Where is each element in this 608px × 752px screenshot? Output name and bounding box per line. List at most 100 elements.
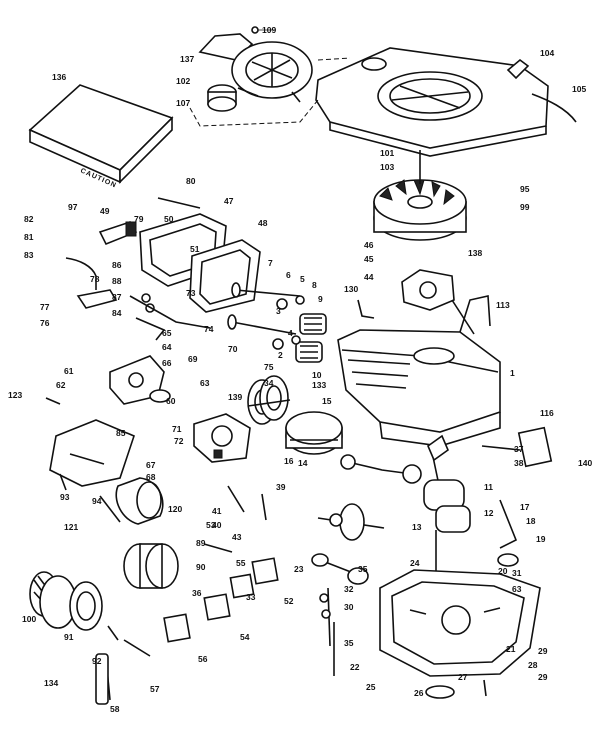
part-callout-18: 18: [526, 516, 536, 526]
governor-linkage: [65, 257, 211, 341]
part-callout-11: 11: [484, 482, 493, 492]
part-callout-100: 100: [22, 614, 36, 624]
part-callout-95: 95: [520, 184, 530, 194]
part-callout-137: 137: [180, 54, 194, 64]
air-cleaner-cover: [29, 571, 103, 631]
part-callout-88: 88: [112, 276, 122, 286]
part-callout-57: 57: [150, 684, 160, 694]
part-callout-103: 103: [380, 162, 394, 172]
carburetor: [109, 355, 251, 463]
part-callout-81: 81: [24, 232, 34, 242]
part-callout-29: 29: [538, 646, 548, 656]
part-callout-51: 51: [190, 244, 200, 254]
part-callout-58: 58: [110, 704, 120, 714]
part-callout-104: 104: [540, 48, 554, 58]
part-callout-136: 136: [52, 72, 66, 82]
part-callout-40: 40: [212, 520, 222, 530]
part-callout-93: 93: [60, 492, 70, 502]
spark-plug: [98, 221, 138, 246]
part-callout-78: 78: [90, 274, 100, 284]
part-callout-107: 107: [176, 98, 190, 108]
part-callout-72: 72: [174, 436, 184, 446]
part-callout-4: 4: [288, 328, 293, 338]
part-callout-101: 101: [380, 148, 394, 158]
part-callouts: 1091371021071041051361011039599804748828…: [8, 25, 592, 714]
part-callout-90: 90: [196, 562, 206, 572]
air-filter-element: [247, 375, 291, 425]
part-callout-92: 92: [92, 656, 102, 666]
part-callout-70: 70: [228, 344, 238, 354]
part-callout-14: 14: [298, 458, 308, 468]
part-callout-76: 76: [40, 318, 50, 328]
part-callout-31: 31: [512, 568, 522, 578]
part-callout-2: 2: [278, 350, 283, 360]
part-callout-79: 79: [134, 214, 144, 224]
part-callout-64: 64: [162, 342, 172, 352]
part-callout-68: 68: [146, 472, 156, 482]
part-callout-48: 48: [258, 218, 268, 228]
part-callout-5: 5: [300, 274, 305, 284]
piston: [285, 411, 343, 455]
air-cleaner-base: [123, 543, 179, 589]
part-callout-139: 139: [228, 392, 242, 402]
part-callout-109: 109: [262, 25, 276, 35]
connecting-rod: [311, 454, 422, 585]
part-callout-13: 13: [412, 522, 422, 532]
part-callout-94: 94: [92, 496, 102, 506]
part-callout-74: 74: [204, 324, 214, 334]
part-callout-91: 91: [64, 632, 74, 642]
part-callout-30: 30: [344, 602, 354, 612]
part-callout-83: 83: [24, 250, 34, 260]
part-callout-73: 73: [186, 288, 196, 298]
part-callout-63: 63: [200, 378, 210, 388]
part-callout-24: 24: [410, 558, 420, 568]
part-callout-1: 1: [510, 368, 515, 378]
part-callout-44: 44: [364, 272, 374, 282]
part-callout-123: 123: [8, 390, 22, 400]
part-callout-41: 41: [212, 506, 222, 516]
part-callout-33: 33: [246, 592, 256, 602]
manual-booklet: CAUTION: [28, 84, 174, 190]
part-callout-22: 22: [350, 662, 360, 672]
part-callout-85: 85: [116, 428, 126, 438]
part-callout-21: 21: [506, 644, 516, 654]
part-callout-19: 19: [536, 534, 546, 544]
part-callout-102: 102: [176, 76, 190, 86]
muffler-shield: [49, 419, 164, 525]
part-callout-8: 8: [312, 280, 317, 290]
part-callout-84: 84: [112, 308, 122, 318]
part-callout-56: 56: [198, 654, 208, 664]
part-callout-55: 55: [236, 558, 246, 568]
part-callout-82: 82: [24, 214, 34, 224]
part-callout-105: 105: [572, 84, 586, 94]
part-callout-87: 87: [112, 292, 122, 302]
part-callout-140: 140: [578, 458, 592, 468]
part-callout-67: 67: [146, 460, 156, 470]
part-callout-99: 99: [520, 202, 530, 212]
valve-tappets: [319, 587, 335, 676]
part-callout-32: 32: [344, 584, 354, 594]
oil-fill-tube: [506, 58, 577, 123]
part-callout-133: 133: [312, 380, 326, 390]
part-callout-69: 69: [188, 354, 198, 364]
part-callout-23: 23: [294, 564, 304, 574]
part-callout-16: 16: [284, 456, 294, 466]
part-callout-15: 15: [322, 396, 332, 406]
ignition-armature: [357, 269, 475, 335]
blower-housing: [189, 47, 549, 157]
part-callout-71: 71: [172, 424, 182, 434]
part-callout-34: 34: [264, 378, 274, 388]
part-callout-37: 37: [514, 444, 524, 454]
part-callout-113: 113: [496, 300, 510, 310]
part-callout-45: 45: [364, 254, 374, 264]
part-callout-134: 134: [44, 678, 58, 688]
part-callout-47: 47: [224, 196, 234, 206]
part-callout-77: 77: [40, 302, 50, 312]
part-callout-49: 49: [100, 206, 110, 216]
part-callout-35: 35: [344, 638, 354, 648]
part-callout-60: 60: [166, 396, 176, 406]
part-callout-7: 7: [268, 258, 273, 268]
part-callout-10: 10: [312, 370, 322, 380]
part-callout-61: 61: [64, 366, 74, 376]
